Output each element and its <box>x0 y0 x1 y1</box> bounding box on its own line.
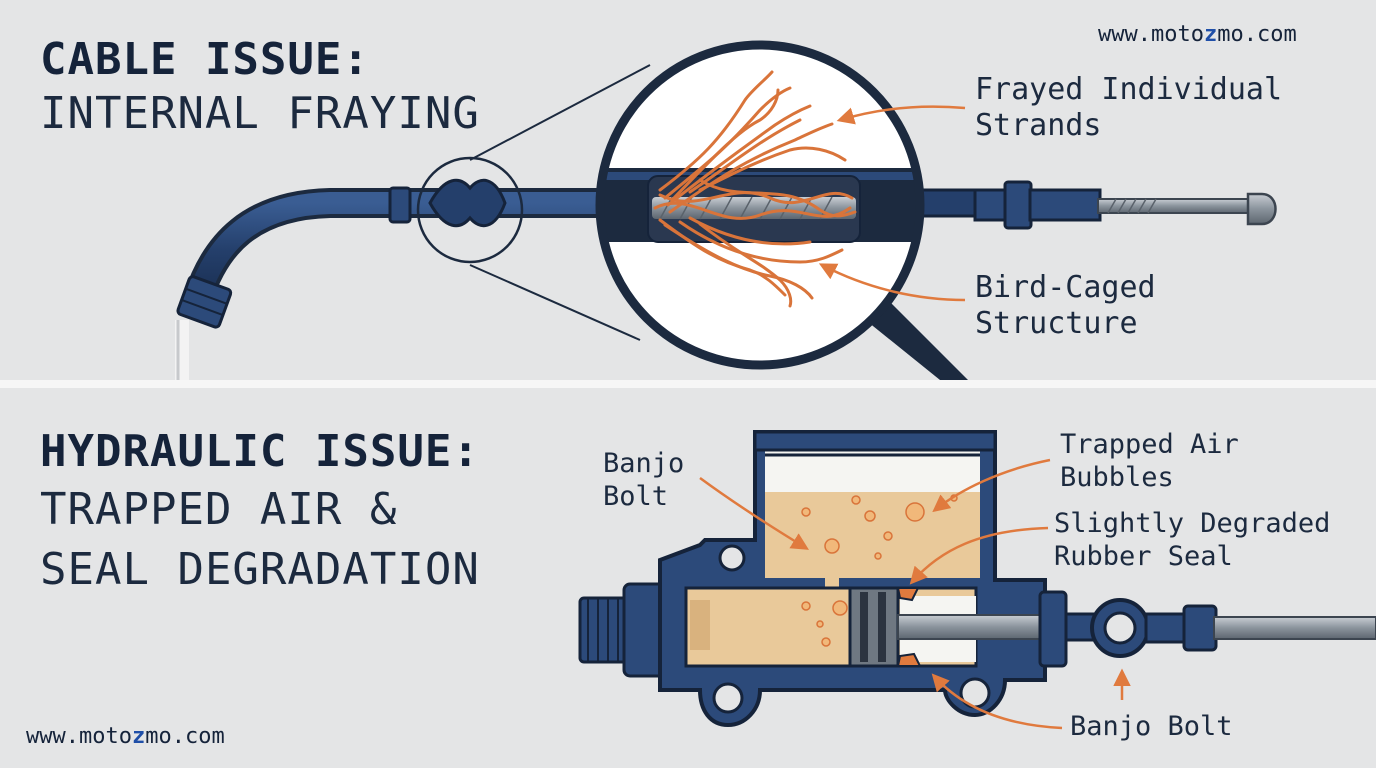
bird-caged-label: Bird-Caged Structure <box>975 270 1156 342</box>
detail-ring <box>416 156 524 264</box>
cable-subtitle: INTERNAL FRAYING <box>40 88 480 139</box>
label-line: Strands <box>975 108 1102 143</box>
watermark-accent: z <box>1203 22 1218 47</box>
piston <box>848 586 900 668</box>
outlet-port <box>690 600 710 650</box>
watermark-text: www.moto <box>26 724 132 749</box>
label-line: Rubber Seal <box>1054 541 1233 572</box>
label-line: Frayed Individual <box>975 72 1283 107</box>
air-arrow <box>932 458 1051 513</box>
cable-end-nipple <box>1246 192 1277 226</box>
magnifier-lens <box>595 40 925 370</box>
mount-hole-left <box>712 682 744 714</box>
watermark-text-end: mo.com <box>145 724 225 749</box>
adjuster-hex <box>1003 180 1033 230</box>
frayed-strands <box>653 70 857 308</box>
rubber-seal-bottom <box>896 652 922 667</box>
reservoir-cap <box>753 430 997 452</box>
frayed-strands-label: Frayed Individual Strands <box>975 72 1282 144</box>
label-line: Bird-Caged <box>975 270 1156 305</box>
brake-line <box>1213 616 1376 640</box>
hydraulic-subtitle-1: TRAPPED AIR & <box>40 484 398 535</box>
label-line: Bubbles <box>1060 462 1174 493</box>
banjo-bolt-left-label: Banjo Bolt <box>603 447 684 513</box>
cable-bulge <box>428 178 507 228</box>
watermark-top[interactable]: www.motozmo.com <box>1098 22 1297 47</box>
label-line: Trapped Air <box>1060 429 1239 460</box>
watermark-text: www.moto <box>1098 22 1204 47</box>
rubber-seal-top <box>896 587 920 602</box>
banjo-bottom-arrow <box>931 673 1063 730</box>
cable-title: CABLE ISSUE: <box>40 34 370 85</box>
panel-divider <box>0 380 1376 388</box>
birdcage-arrow <box>818 263 966 302</box>
watermark-accent: z <box>131 724 146 749</box>
mount-hole-top <box>718 544 746 572</box>
label-line: Structure <box>975 306 1138 341</box>
label-line: Slightly Degraded <box>1054 508 1331 539</box>
hydraulic-subtitle-2: SEAL DEGRADATION <box>40 544 480 595</box>
hydraulic-title: HYDRAULIC ISSUE: <box>40 426 480 477</box>
banjo-left-arrow <box>699 476 809 550</box>
trapped-air-label: Trapped Air Bubbles <box>1060 428 1239 494</box>
adjuster-barrel <box>1028 188 1102 222</box>
cable-ferrule <box>388 186 412 224</box>
label-line: Banjo <box>603 448 685 479</box>
magnifier-guides <box>416 64 651 341</box>
label-line: Bolt <box>603 481 669 512</box>
banjo-bolt-bottom-label: Banjo Bolt <box>1070 711 1233 742</box>
push-rod <box>897 614 1049 640</box>
magnifier-handle <box>868 300 968 380</box>
adjuster-nut <box>973 188 1009 222</box>
end-cap <box>1038 590 1068 668</box>
control-cable <box>175 178 1277 380</box>
rubber-seal-label: Slightly Degraded Rubber Seal <box>1054 507 1330 573</box>
line-hex <box>1182 604 1218 652</box>
cable-housing <box>187 192 610 302</box>
master-cylinder <box>578 430 1376 728</box>
lower-ferrule <box>176 275 233 329</box>
inner-wire <box>1097 198 1249 214</box>
frayed-arrow <box>836 105 966 125</box>
reservoir-fluid <box>765 492 980 578</box>
seal-arrow <box>909 526 1049 585</box>
watermark-bottom[interactable]: www.motozmo.com <box>26 724 225 749</box>
air-bubbles <box>801 494 958 647</box>
watermark-text-end: mo.com <box>1217 22 1297 47</box>
